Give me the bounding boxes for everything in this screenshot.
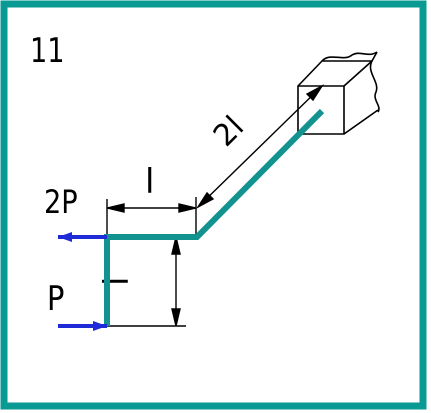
force-arrow-2p xyxy=(58,232,107,242)
dimension-label-2l: 2l xyxy=(207,110,251,154)
bent-rod xyxy=(104,108,325,326)
dimension-l-horizontal xyxy=(106,197,197,237)
dimension-label-l-vertical: l xyxy=(97,277,137,286)
force-label-2p: 2P xyxy=(44,184,78,222)
force-label-p: P xyxy=(47,280,64,319)
dimension-2l xyxy=(195,84,325,209)
task-number: 11 xyxy=(30,31,65,71)
force-arrow-p xyxy=(58,321,107,331)
dimension-label-l-horizontal: l xyxy=(145,162,154,202)
